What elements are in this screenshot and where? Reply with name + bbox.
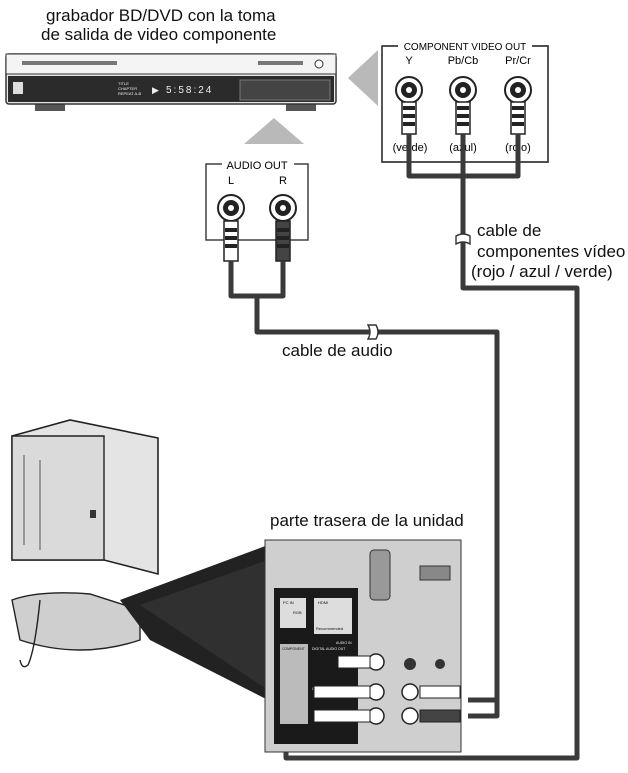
recorder-caption-line2: de salida de video componente bbox=[41, 25, 277, 44]
panel-label-audio-in: AUDIO IN bbox=[336, 641, 352, 645]
audio-cable bbox=[228, 261, 500, 719]
jack-label-pr: Pr/Cr bbox=[505, 55, 531, 67]
arrow-left-icon bbox=[348, 50, 378, 106]
component-out-title: COMPONENT VIDEO OUT bbox=[404, 42, 527, 53]
jack-label-pb: Pb/Cb bbox=[448, 55, 479, 67]
audio-label-r: R bbox=[279, 175, 287, 187]
panel-label-hdmi: HDMI bbox=[318, 600, 328, 605]
component-video-out-panel bbox=[381, 40, 549, 163]
panel-label-rgb: RGB bbox=[293, 610, 302, 615]
panel-label-recommended: Recommended bbox=[316, 626, 343, 631]
cable-break-marks bbox=[366, 233, 471, 340]
audio-label-l: L bbox=[228, 175, 234, 187]
panel-label-pc-in: PC IN bbox=[283, 600, 294, 605]
audio-jacks bbox=[217, 194, 297, 262]
display-label-repeat: REPEAT A-B bbox=[118, 91, 142, 96]
tv-side-view bbox=[11, 419, 268, 700]
component-jacks bbox=[395, 76, 532, 135]
display-time: 5:58:24 bbox=[166, 85, 213, 96]
bd-dvd-recorder: TITLE CHAPTER REPEAT A-B ▶ 5:58:24 bbox=[5, 53, 337, 111]
display-play-icon: ▶ bbox=[152, 85, 159, 95]
recorder-caption-line1: grabador BD/DVD con la toma bbox=[46, 6, 276, 25]
display-label-chapter: CHAPTER bbox=[118, 86, 137, 91]
component-cable-label-line3: (rojo / azul / verde) bbox=[471, 262, 613, 281]
arrow-up-icon bbox=[244, 118, 304, 144]
unit-rear-caption: parte trasera de la unidad bbox=[270, 511, 464, 530]
component-cable-label-line2: componentes vídeo bbox=[477, 242, 626, 261]
unit-rear-panel: PC IN RGB HDMI Recommended COMPONENT DIG… bbox=[264, 539, 462, 753]
panel-label-component: COMPONENT bbox=[282, 647, 306, 651]
audio-cable-label: cable de audio bbox=[282, 341, 393, 360]
audio-out-title: AUDIO OUT bbox=[226, 160, 287, 172]
panel-label-digital-audio-out: DIGITAL AUDIO OUT bbox=[312, 647, 346, 651]
display-label-title: TITLE bbox=[118, 81, 129, 86]
component-cable-label-line1: cable de bbox=[477, 221, 542, 240]
jack-label-y: Y bbox=[405, 55, 413, 67]
